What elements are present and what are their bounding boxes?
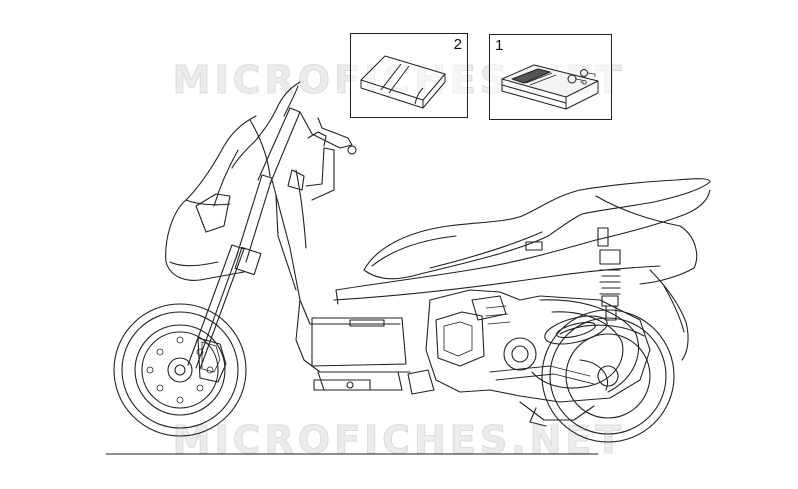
callout-box-2: 2: [350, 33, 468, 118]
front-wheel: [114, 304, 246, 436]
lower-parts: [314, 370, 594, 426]
folded-cloth-icon: [351, 34, 467, 117]
seat: [364, 179, 710, 279]
callout-box-1: 1: [489, 34, 612, 120]
front-fork: [188, 108, 300, 369]
engine: [426, 290, 650, 402]
rear-body: [334, 190, 710, 360]
rear-wheel: [542, 310, 674, 442]
manual-and-keys-icon: [490, 35, 611, 119]
frame: [272, 148, 410, 390]
rear-shock: [600, 250, 620, 320]
callout-number-1: 1: [495, 37, 504, 54]
front-fairing: [166, 82, 300, 280]
handlebar: [288, 112, 356, 190]
callout-number-2: 2: [453, 36, 462, 53]
watermark-bottom: MICROFICHES.NET: [172, 418, 626, 463]
